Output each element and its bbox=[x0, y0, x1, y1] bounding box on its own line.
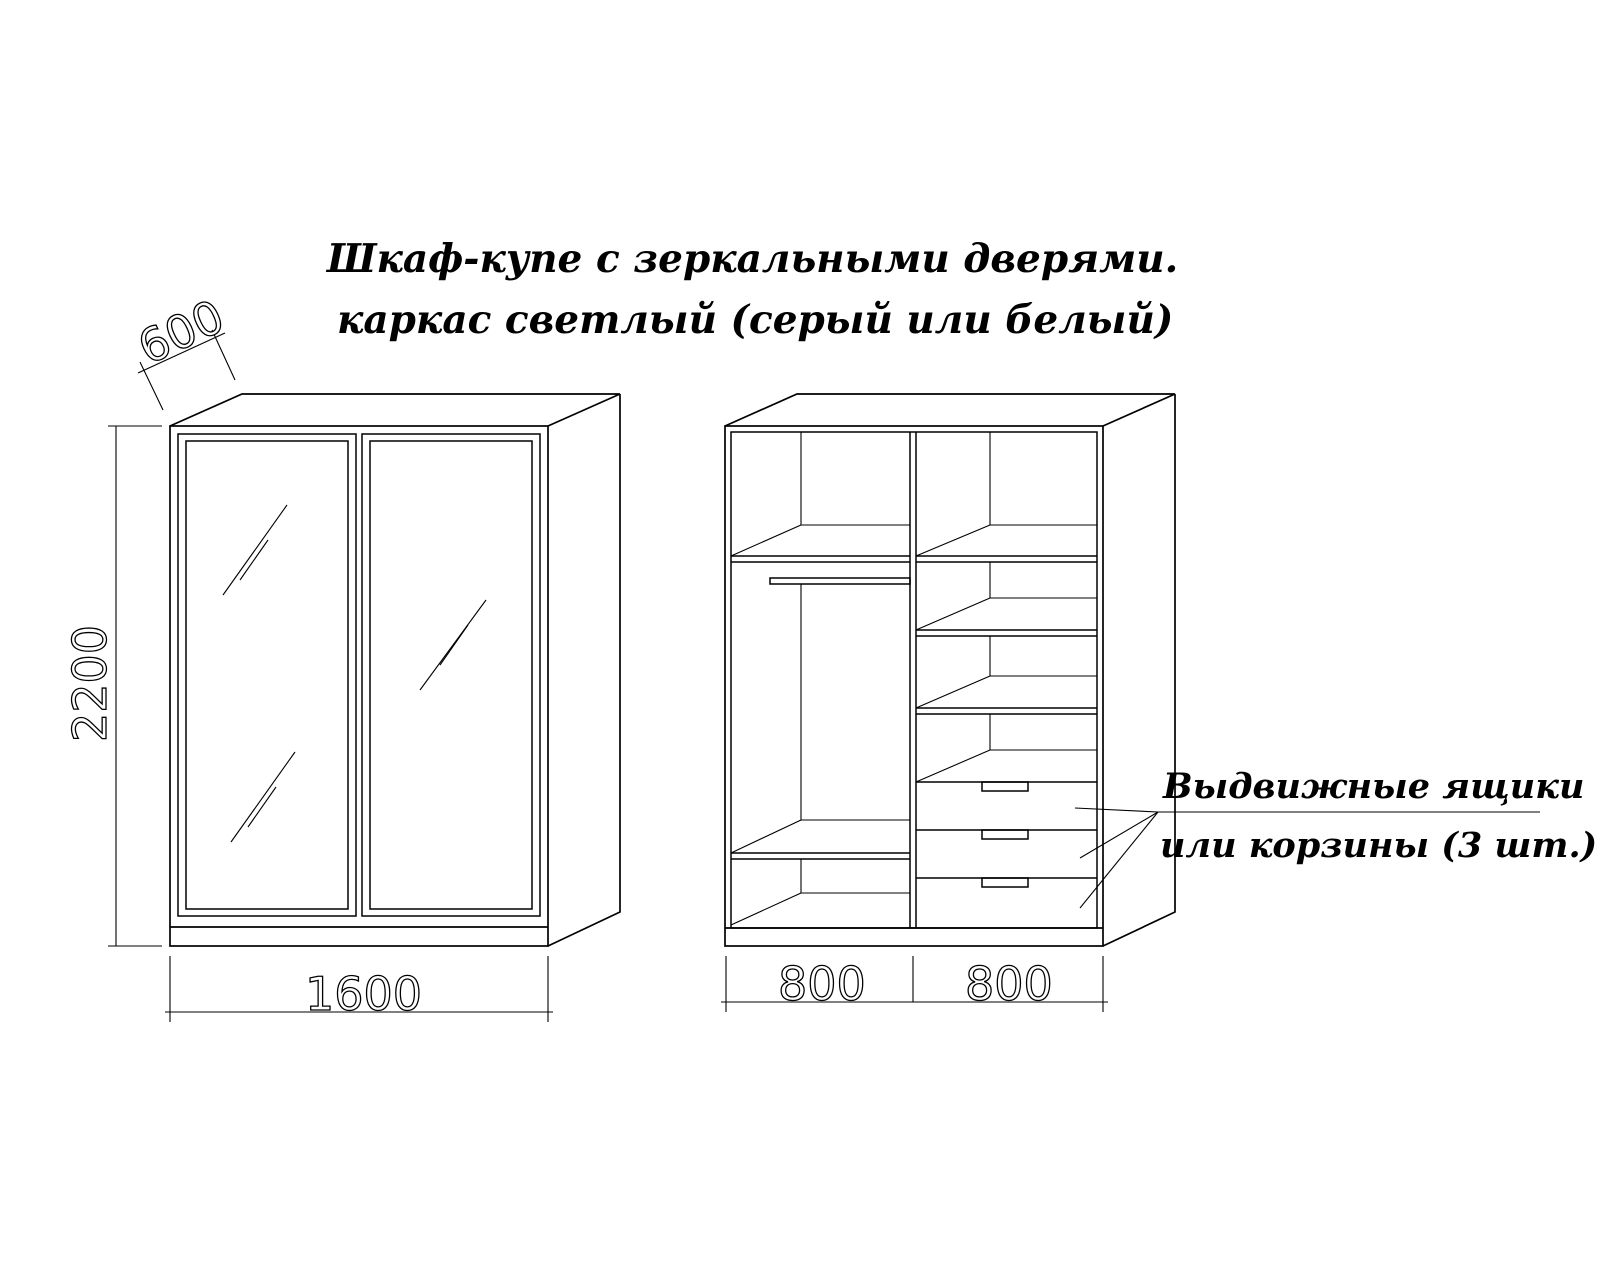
closed-wardrobe: 600 2200 1600 bbox=[62, 288, 621, 1022]
callout-leader bbox=[1079, 811, 1159, 909]
left-door-mirror bbox=[185, 440, 349, 910]
right-door-frame bbox=[361, 433, 541, 917]
width-right-label: 800 bbox=[965, 957, 1053, 1011]
side-face bbox=[1102, 394, 1176, 947]
width-dimension: 1600 bbox=[165, 956, 553, 1022]
width-left-label: 800 bbox=[778, 957, 866, 1011]
shelf-edge bbox=[915, 675, 991, 709]
dimension-line bbox=[137, 332, 226, 374]
left-door-frame bbox=[177, 433, 357, 917]
front-face bbox=[169, 425, 549, 947]
mirror-glare bbox=[239, 539, 269, 581]
open-wardrobe-interior: 800 800 bbox=[721, 393, 1176, 1012]
mirror-glare bbox=[247, 786, 277, 828]
drawers bbox=[916, 781, 1097, 888]
callout-leader bbox=[1074, 807, 1159, 813]
width-total-label: 1600 bbox=[305, 967, 422, 1021]
drawer-handle bbox=[981, 781, 1029, 792]
right-door-mirror bbox=[369, 440, 533, 910]
mirror-glare bbox=[230, 751, 296, 843]
callout-line-2: или корзины (3 шт.) bbox=[1160, 825, 1597, 866]
side-face bbox=[547, 394, 621, 947]
drawer-handle bbox=[981, 829, 1029, 840]
title-line-2: каркас светлый (серый или белый) bbox=[337, 297, 1173, 343]
mirror-glare bbox=[222, 504, 288, 596]
height-dimension: 2200 bbox=[62, 425, 162, 947]
height-label: 2200 bbox=[63, 625, 117, 742]
hanging-rail bbox=[769, 577, 911, 585]
shelf-edge bbox=[730, 819, 802, 854]
shelf-edge bbox=[915, 524, 991, 557]
shelf-edge bbox=[730, 524, 802, 557]
callout-leader bbox=[1079, 811, 1159, 859]
mirror-glare bbox=[439, 624, 469, 666]
title-line-1: Шкаф-купе с зеркальными дверями. bbox=[325, 236, 1178, 282]
mirror-glare bbox=[419, 599, 487, 691]
interior-width-dimensions: 800 800 bbox=[721, 956, 1108, 1012]
top-face bbox=[169, 393, 621, 427]
shelf-edge bbox=[915, 749, 991, 783]
drawers-callout: Выдвижные ящики или корзины (3 шт.) bbox=[1074, 766, 1597, 909]
depth-label: 600 bbox=[130, 289, 232, 375]
shelf-edge bbox=[915, 597, 991, 631]
shelf-edge bbox=[730, 892, 802, 926]
top-face bbox=[724, 393, 1176, 427]
depth-dimension: 600 bbox=[129, 288, 236, 411]
right-mirror-door bbox=[361, 433, 541, 917]
callout-line-1: Выдвижные ящики bbox=[1162, 766, 1584, 807]
left-mirror-door bbox=[177, 433, 357, 917]
dimension-extension bbox=[211, 329, 236, 381]
drawer-handle bbox=[981, 877, 1029, 888]
carcass-front bbox=[724, 425, 1104, 947]
